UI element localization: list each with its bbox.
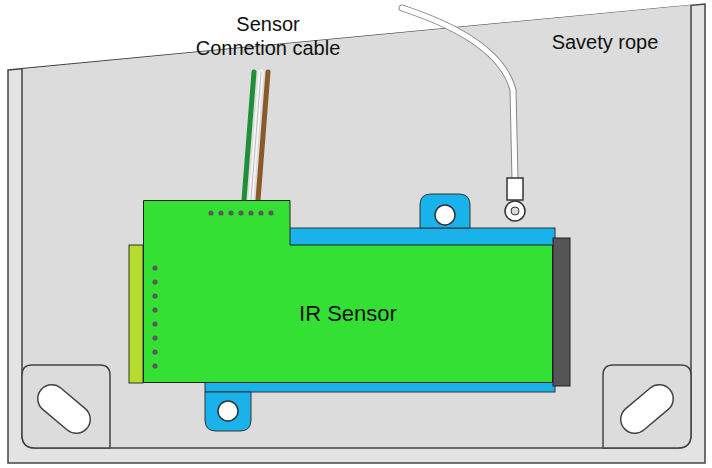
- mounting-tab: [420, 194, 470, 228]
- safety-rope: [402, 8, 525, 221]
- sensor-board: IR Sensor: [143, 200, 553, 383]
- housing-outer: [8, 4, 705, 463]
- board-outline: [143, 200, 553, 383]
- part-label: Sensor Connetion cable: [192, 12, 344, 60]
- board-text: IR Sensor: [143, 245, 553, 383]
- housing-inner: [22, 5, 691, 448]
- board-label: IR Sensor: [299, 301, 397, 327]
- connection-cable: [244, 72, 268, 200]
- corner-boss: [22, 365, 110, 448]
- part-label: Savety rope: [505, 30, 705, 54]
- ir-window: [553, 238, 570, 386]
- mounting-tab: [205, 392, 251, 431]
- side-strip: [129, 245, 143, 383]
- corner-boss: [603, 365, 691, 448]
